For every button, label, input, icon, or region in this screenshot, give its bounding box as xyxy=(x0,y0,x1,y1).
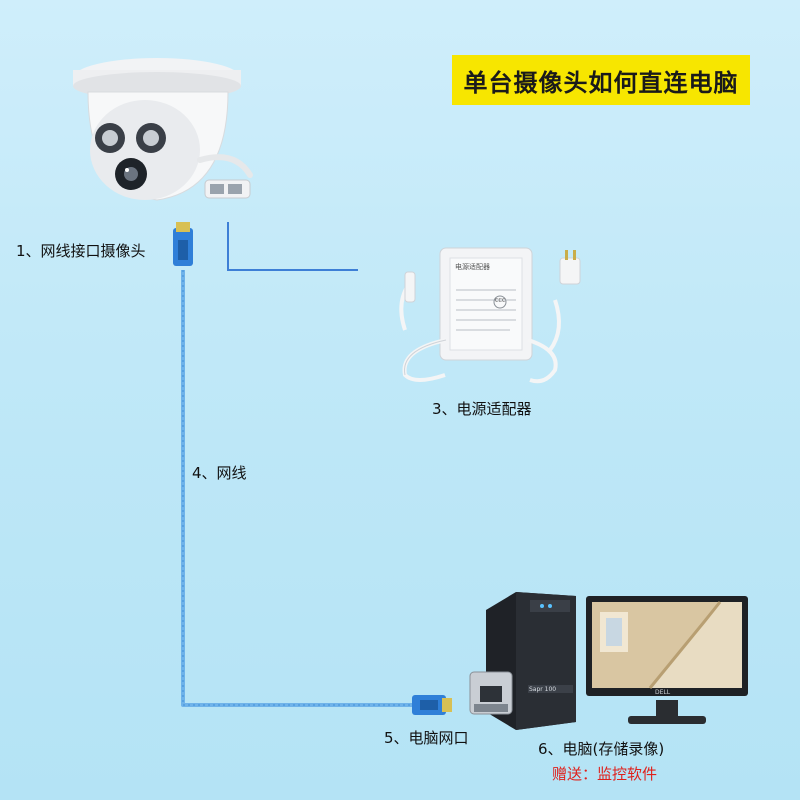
label-pc-network-port: 5、电脑网口 xyxy=(384,729,469,747)
label-power-adapter: 3、电源适配器 xyxy=(432,400,532,418)
label-pc-storage: 6、电脑(存储录像) xyxy=(538,740,665,758)
pc-brand: Sapr 100 xyxy=(529,686,557,693)
monitor-brand: DELL xyxy=(655,689,671,696)
network-cable xyxy=(181,270,412,707)
power-adapter xyxy=(399,247,581,384)
rj45-connector-pc xyxy=(412,695,452,715)
monitor xyxy=(586,596,748,724)
pc-tower xyxy=(469,592,576,730)
page-title: 单台摄像头如何直连电脑 xyxy=(452,55,750,105)
label-gift-software: 赠送：监控软件 xyxy=(552,765,658,783)
power-line xyxy=(227,222,358,271)
dome-camera xyxy=(73,58,253,201)
adapter-ccc-mark: CCC xyxy=(495,298,506,304)
label-network-cable: 4、网线 xyxy=(192,464,247,482)
label-network-camera: 1、网线接口摄像头 xyxy=(16,242,146,260)
rj45-connector-camera xyxy=(173,222,193,266)
adapter-heading: 电源适配器 xyxy=(455,263,490,271)
